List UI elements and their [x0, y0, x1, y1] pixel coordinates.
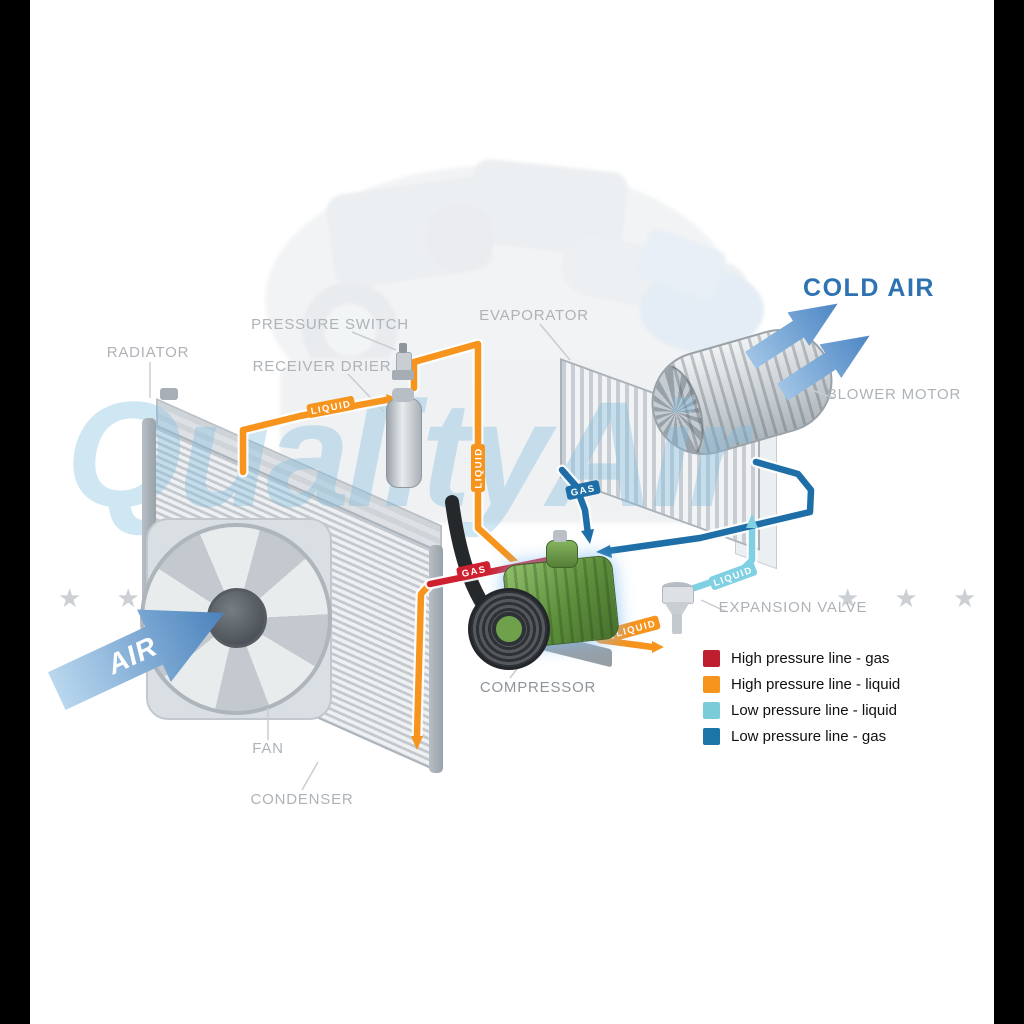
gas-chip-discharge: GAS	[456, 561, 492, 581]
legend-swatch-low-gas	[703, 728, 720, 745]
legend-item-low-liquid: Low pressure line - liquid	[703, 702, 900, 719]
liquid-chip-evaporator: LIQUID	[708, 562, 758, 590]
legend-swatch-high-gas	[703, 650, 720, 667]
compressor-pulley	[468, 588, 550, 670]
svg-text:LIQUID: LIQUID	[712, 565, 754, 589]
evaporator-inlet-arrow	[746, 514, 758, 528]
liquid-chip-vertical: LIQUID	[471, 444, 485, 492]
blower-motor-label: BLOWER MOTOR	[826, 386, 962, 403]
condenser-label: CONDENSER	[250, 791, 354, 808]
pressure-switch-label: PRESSURE SWITCH	[251, 316, 409, 333]
expansion-valve-stem	[672, 614, 682, 634]
receiver-drier-cylinder	[386, 398, 422, 488]
pressure-switch-nut	[392, 370, 414, 380]
legend-item-low-gas: Low pressure line - gas	[703, 728, 900, 745]
label-leader-lines	[149, 323, 835, 791]
expansion-valve-body	[662, 586, 694, 604]
watermark-stars-right: ★ ★ ★	[836, 583, 991, 613]
legend-swatch-low-liquid	[703, 702, 720, 719]
legend-label-low-gas: Low pressure line - gas	[731, 728, 887, 745]
receiver-drier-cap	[392, 388, 414, 402]
radiator-label: RADIATOR	[106, 344, 190, 361]
compressor-label: COMPRESSOR	[479, 679, 597, 696]
svg-text:GAS: GAS	[570, 483, 597, 499]
left-black-bar	[0, 0, 30, 1024]
compressor-fitting	[553, 530, 567, 542]
legend-label-high-gas: High pressure line - gas	[731, 650, 890, 667]
compressor-suction-arrow-2	[581, 529, 594, 544]
evaporator-label: EVAPORATOR	[479, 307, 589, 324]
fan-label: FAN	[252, 740, 284, 757]
compressor-suction-arrow	[596, 545, 612, 558]
cold-air-label: COLD AIR	[803, 274, 935, 302]
radiator-filler-cap	[160, 388, 178, 400]
svg-text:GAS: GAS	[461, 564, 488, 580]
legend-label-high-liquid: High pressure line - liquid	[731, 676, 901, 693]
legend: High pressure line - gas High pressure l…	[703, 650, 900, 745]
pressure-switch-connector	[399, 343, 407, 353]
condenser-flow-arrow	[411, 736, 423, 750]
legend-item-high-gas: High pressure line - gas	[703, 650, 900, 667]
expansion-valve-label: EXPANSION VALVE	[718, 599, 868, 616]
right-black-bar	[994, 0, 1024, 1024]
compressor-port	[546, 540, 578, 568]
expansion-valve-arrow	[652, 641, 664, 653]
gas-chip-suction: GAS	[565, 480, 601, 500]
receiver-drier-label: RECEIVER DRIER	[252, 358, 392, 375]
legend-label-low-liquid: Low pressure line - liquid	[731, 702, 897, 719]
legend-item-high-liquid: High pressure line - liquid	[703, 676, 900, 693]
compressor-clutch-center	[492, 612, 526, 646]
legend-swatch-high-liquid	[703, 676, 720, 693]
low-pressure-gas-line	[558, 458, 815, 555]
condenser-right-tank	[429, 545, 443, 773]
svg-text:LIQUID: LIQUID	[474, 447, 485, 488]
